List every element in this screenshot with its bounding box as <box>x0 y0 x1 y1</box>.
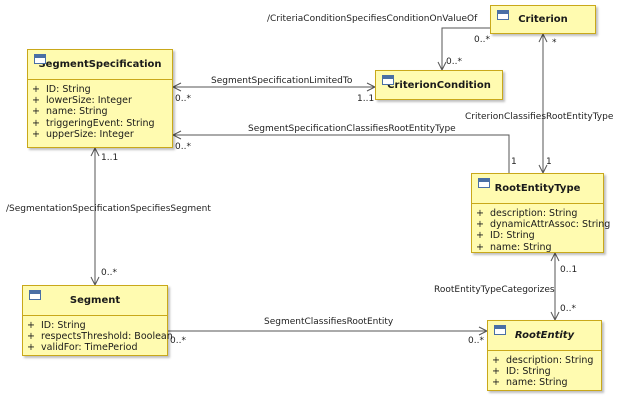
attribute-list: +ID: String +respectsThreshold: Boolean … <box>23 316 173 354</box>
multiplicity-label: 0..* <box>175 94 191 104</box>
multiplicity-label: 0..* <box>170 336 186 346</box>
class-segment[interactable]: Segment +ID: String +respectsThreshold: … <box>22 285 173 356</box>
attribute-row: +dynamicAttrAssoc: String <box>476 219 611 231</box>
attribute-row: +respectsThreshold: Boolean <box>27 331 173 343</box>
attribute-row: +lowerSize: Integer <box>32 95 132 107</box>
attribute-list: +description: String +dynamicAttrAssoc: … <box>472 204 611 253</box>
class-name: CriterionCondition <box>387 79 491 91</box>
arrowhead-segment-spec-classifies <box>171 130 182 140</box>
edge-criteria-condition <box>441 27 490 70</box>
multiplicity-label: 1..1 <box>101 153 119 163</box>
multiplicity-label: 1..1 <box>357 94 375 104</box>
association-label: /SegmentationSpecificationSpecifiesSegme… <box>6 204 211 214</box>
class-header: Criterion <box>491 6 595 33</box>
class-segment-specification[interactable]: SegmentSpecification +ID: String +lowerS… <box>27 49 173 148</box>
multiplicity-label: 1 <box>546 157 552 167</box>
class-header: RootEntityType <box>472 174 603 204</box>
class-name: SegmentSpecification <box>38 59 162 70</box>
multiplicity-label: * <box>552 38 557 48</box>
multiplicity-label: 0..* <box>175 142 191 152</box>
edge-classifies-root-entity-type <box>173 134 510 173</box>
class-header: CriterionCondition <box>376 71 502 99</box>
class-header: Segment <box>23 286 167 316</box>
attribute-list: +description: String +ID: String +name: … <box>488 351 601 389</box>
attribute-row: +ID: String <box>492 366 551 378</box>
class-icon <box>494 325 506 335</box>
association-label: SegmentSpecificationLimitedTo <box>211 76 353 86</box>
class-name: RootEntity <box>514 330 575 341</box>
association-label: SegmentClassifiesRootEntity <box>264 317 394 327</box>
attribute-row: +ID: String <box>27 320 86 331</box>
attribute-row: +upperSize: Integer <box>32 128 134 140</box>
class-header: SegmentSpecification <box>28 50 172 80</box>
multiplicity-label: 0..* <box>468 336 484 346</box>
class-root-entity-type[interactable]: RootEntityType +description: String +dyn… <box>471 173 611 253</box>
attribute-row: +description: String <box>492 355 594 366</box>
class-criterion-condition[interactable]: CriterionCondition <box>375 70 503 100</box>
class-icon <box>497 10 509 20</box>
association-label: RootEntityTypeCategorizes <box>434 285 555 295</box>
class-criterion[interactable]: Criterion <box>490 5 596 34</box>
attribute-row: +ID: String <box>476 230 535 242</box>
multiplicity-label: 0..* <box>446 57 462 67</box>
association-label: CriterionClassifiesRootEntityType <box>465 112 614 122</box>
class-icon <box>29 290 41 300</box>
arrowhead-segment-spec-limited <box>171 82 182 92</box>
multiplicity-label: 1 <box>511 157 517 167</box>
class-name: Criterion <box>518 14 568 25</box>
arrowhead-segment-spec-up <box>90 146 100 157</box>
class-icon <box>382 75 394 85</box>
multiplicity-label: 0..1 <box>560 265 578 275</box>
class-header: RootEntity <box>488 321 601 351</box>
multiplicity-label: 0..* <box>560 304 576 314</box>
association-label: SegmentSpecificationClassifiesRootEntity… <box>248 124 456 134</box>
attribute-list: +ID: String +lowerSize: Integer +name: S… <box>28 80 172 140</box>
attribute-row: +name: String <box>476 241 552 253</box>
arrowhead-criterion-up <box>538 32 548 43</box>
multiplicity-label: 0..* <box>101 268 117 278</box>
multiplicity-label: 0..* <box>474 35 490 45</box>
class-icon <box>34 54 46 64</box>
attribute-row: +triggeringEvent: String <box>32 117 155 129</box>
class-name: RootEntityType <box>494 183 581 194</box>
class-icon <box>478 178 490 188</box>
attribute-row: +validFor: TimePeriod <box>27 342 138 354</box>
class-name: Segment <box>69 295 121 306</box>
attribute-row: +description: String <box>476 208 578 219</box>
attribute-row: +name: String <box>32 106 108 118</box>
class-root-entity[interactable]: RootEntity +description: String +ID: Str… <box>487 320 602 391</box>
attribute-row: +name: String <box>492 377 568 389</box>
attribute-row: +ID: String <box>32 84 91 95</box>
arrowhead-root-entity-type-up <box>550 251 560 262</box>
association-label: /CriteriaConditionSpecifiesConditionOnVa… <box>267 14 478 24</box>
